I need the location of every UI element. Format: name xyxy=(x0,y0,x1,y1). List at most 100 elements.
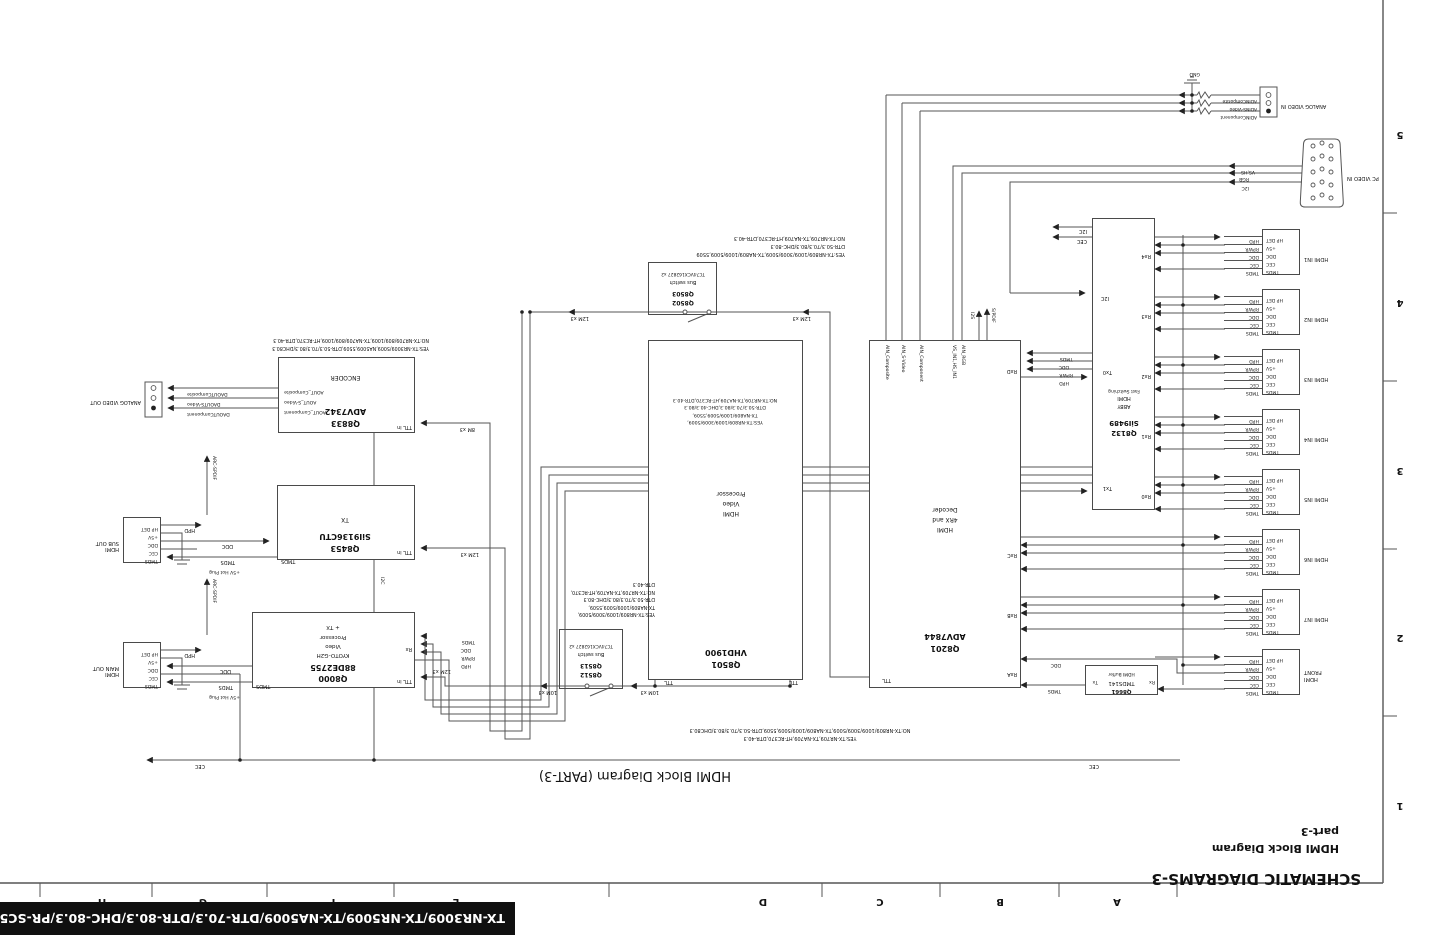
hdmi-main-out-label: HDMI MAIN OUT xyxy=(92,664,119,677)
sub-out-pin-tmds: TMDS xyxy=(144,558,158,563)
tx0-rpwr-label: RPWR xyxy=(1059,372,1073,377)
sub-out-hot-plug-label: +5V Hot Plug xyxy=(209,569,240,574)
grid-col-c: C xyxy=(876,896,884,907)
pin-tmds: TMDS xyxy=(1266,629,1280,634)
note-line: NO:TX-NR709,TX-NA709,HT-RC370,DTR-40.3 xyxy=(733,235,845,241)
q8132-fn: ABBY xyxy=(1117,403,1131,409)
pin-hpdet: HP DET xyxy=(1266,657,1283,662)
q8201-pin-rxc: RxC xyxy=(1007,552,1017,558)
wire-label-ddc: DDC xyxy=(1248,674,1259,679)
pin-stub xyxy=(1224,656,1262,657)
q8201-pin-ain-component: AIN_Component xyxy=(918,345,923,382)
q8132-pin-i2c: I2C xyxy=(1100,295,1109,301)
wire-label-cec: CEC xyxy=(1249,562,1259,567)
connector-label: HDMI IN2 xyxy=(1304,316,1329,322)
wire-label-tmds: TMDS xyxy=(1245,270,1259,275)
pin-stub xyxy=(1224,364,1262,365)
wire-label-tmds: TMDS xyxy=(1245,330,1259,335)
pin-5v: +5V xyxy=(1266,245,1276,250)
q8132-cec-out-label: CEC xyxy=(1076,238,1087,244)
q8000-fn: Processor xyxy=(319,634,347,640)
q8201-pin-ain-rgb: AIN_RGB xyxy=(960,345,965,366)
pin-stub xyxy=(1224,424,1262,425)
diagram-title: HDMI Block Diagram (PART-3) xyxy=(538,768,732,783)
q8833-pin-aout-composite: AOUT_Composite xyxy=(284,389,324,394)
hdmi-input-connector: HDMI IN1 TMDS CEC DDC +5V HP DET TMDS CE… xyxy=(1224,229,1340,275)
pin-stub xyxy=(1224,372,1262,373)
spdif-label: S/PDIF xyxy=(990,308,995,323)
q8503-ref: Q8503 xyxy=(672,290,694,297)
grid-col-b: B xyxy=(996,896,1004,907)
pin-stub xyxy=(1224,508,1262,509)
q8501-ref: Q8501 xyxy=(711,660,741,669)
front-tmds-label: TMDS xyxy=(1047,688,1061,693)
main-out-pin-5v: +5V xyxy=(148,659,158,664)
connector-label: HDMI IN5 xyxy=(1304,496,1329,502)
pin-stub xyxy=(1224,380,1262,381)
wire-label-tmds: TMDS xyxy=(1245,450,1259,455)
pin-stub xyxy=(1224,440,1262,441)
q8132-fn: HDMI xyxy=(1117,395,1131,401)
q8502-variant-note: YES:TX-NR809/1009/3009/5009,TX-NA809/100… xyxy=(696,234,845,258)
grid-col-g: G xyxy=(198,896,208,907)
pin-ddc: DDC xyxy=(1266,253,1277,258)
q8132-pin-rx3: Rx3 xyxy=(1141,313,1151,319)
pin-5v: +5V xyxy=(1266,305,1276,310)
q8201-pin-vs-hs: VS_IN1,HS_IN1 xyxy=(951,345,956,379)
q8000-pin-rx: Rx xyxy=(405,646,412,652)
bottom-variant-note: YES:TX-NR709,TX-NA709,HT-RC370,DTR-40.3 … xyxy=(565,726,1035,742)
pin-tmds: TMDS xyxy=(1266,689,1280,694)
wire-label-ddc: DDC xyxy=(1248,374,1259,379)
arc-spdif-label: ARC-SPDIF xyxy=(211,456,216,481)
pin-stub xyxy=(1224,544,1262,545)
pin-stub xyxy=(1224,620,1262,621)
hdmi-input-connector: HDMI IN7 TMDS CEC DDC +5V HP DET TMDS CE… xyxy=(1224,589,1340,635)
note-line: TX-NA809/1009/5009,5509, xyxy=(692,411,758,417)
model-number-bar: TX-NR3009/TX-NR5009/TX-NA5009/DTR-70.3/D… xyxy=(0,902,515,935)
q8833-pin-ttl-in: TTL in xyxy=(397,424,412,430)
pin-cec: CEC xyxy=(1266,561,1276,566)
hdmi-sub-out-label: HDMI SUB OUT xyxy=(95,539,119,552)
note-line: YES:TX-NR3009/5009,NA5009,5509,DTR-50.3/… xyxy=(272,345,429,350)
main-out-pin-ddc: DDC xyxy=(147,667,158,672)
q8000-ddc-label: DDC xyxy=(460,647,471,652)
note-line: DTR-40.3 xyxy=(632,581,655,587)
wire-label-cec: CEC xyxy=(1249,682,1259,687)
daout-component: DAOUTComponent xyxy=(187,411,230,416)
ic-q8132-sii9489 xyxy=(1092,218,1155,510)
grid-row-1: 1 xyxy=(1396,800,1404,811)
wire-label-hpd: HPD xyxy=(1249,418,1259,423)
wire-label-tmds: TMDS xyxy=(1245,630,1259,635)
pin-tmds: TMDS xyxy=(1266,449,1280,454)
adin-svideo: ADINS-Video xyxy=(1229,106,1257,111)
pc-video-in-label: PC VIDEO IN xyxy=(1347,175,1379,181)
pin-5v: +5V xyxy=(1266,485,1276,490)
pin-stub xyxy=(1224,492,1262,493)
q8512-fn: Bus switch xyxy=(577,651,605,657)
wire-label-tmds: TMDS xyxy=(1245,390,1259,395)
pin-cec: CEC xyxy=(1266,381,1276,386)
q8833-fn: ENCODER xyxy=(330,374,361,381)
q8513-ref: Q8513 xyxy=(580,662,602,669)
connector-label: HDMI IN7 xyxy=(1304,616,1329,622)
pin-stub xyxy=(1224,560,1262,561)
sheet-part-number: part-3 xyxy=(1300,825,1339,838)
note-line: NO:TX-NR809/1009/3009/5009,TX-NA809/1009… xyxy=(689,727,911,733)
q8501-fn: HDMI xyxy=(722,510,740,517)
sub-out-tmds-label: TMDS xyxy=(220,559,235,565)
pc-i2c: I2C xyxy=(1241,185,1250,190)
q8453-fn: TX xyxy=(341,516,349,523)
pin-tmds: TMDS xyxy=(1266,509,1280,514)
q8453-part: SiI9136CTU xyxy=(319,532,371,541)
pc-rgb: RGB xyxy=(1239,176,1249,181)
wire-label-hpd: HPD xyxy=(1249,358,1259,363)
sub-out-pin-5v: +5V xyxy=(148,534,158,539)
wire-label-rpwr: RPWR xyxy=(1245,666,1259,671)
wire-label-ddc: DDC xyxy=(1248,254,1259,259)
q8132-pin-rx0: Rx0 xyxy=(1141,493,1151,499)
pin-stub xyxy=(1224,416,1262,417)
q8132-part: SiI9489 xyxy=(1109,419,1139,427)
pin-stub xyxy=(1224,356,1262,357)
wire-label-hpd: HPD xyxy=(1249,478,1259,483)
